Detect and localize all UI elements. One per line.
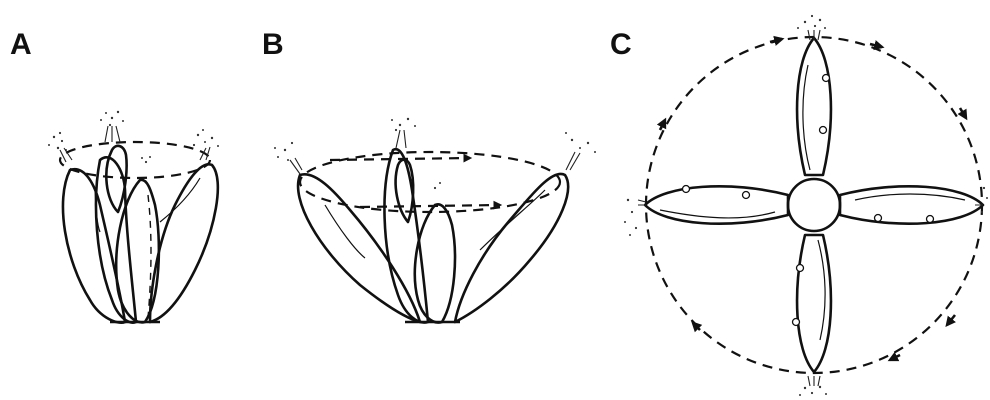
panel-label-b: B (262, 28, 284, 61)
lobe-inner-b (394, 158, 415, 224)
panel-a-drawing (48, 110, 220, 324)
arm-top-c (795, 36, 833, 177)
arm-left-c (643, 184, 790, 226)
central-disc-c (786, 177, 842, 233)
bead-top-2 (818, 125, 828, 135)
bead-bottom-1 (795, 263, 805, 273)
lobe-center-a (105, 144, 128, 214)
panel-label-c: C (610, 28, 632, 61)
bead-right-1 (873, 213, 883, 223)
ring-ellipse-a (58, 140, 212, 180)
bead-left-2 (741, 190, 751, 200)
arm-right-c (838, 184, 985, 226)
lobe-center-left-a (94, 156, 138, 324)
bead-left-1 (681, 184, 691, 194)
ring-circle-c (644, 35, 984, 375)
bead-bottom-2 (791, 317, 801, 327)
arm-bottom-c (795, 233, 833, 374)
ring-arrows-c (656, 35, 968, 362)
ring-ellipse-b (298, 150, 562, 214)
lobe-right-a (148, 163, 220, 324)
panel-label-a: A (10, 28, 32, 61)
lobe-right-b (453, 172, 570, 324)
bead-top-1 (821, 73, 831, 83)
tufts-b (274, 117, 596, 190)
bead-right-2 (925, 214, 935, 224)
lobe-left-a (61, 167, 127, 324)
lobe-center-b (383, 147, 430, 324)
panel-c-drawing (624, 14, 988, 396)
panel-b-drawing (274, 117, 596, 324)
lobe-left-b (296, 173, 422, 324)
tufts-c (624, 14, 988, 396)
tufts-a (48, 110, 219, 164)
